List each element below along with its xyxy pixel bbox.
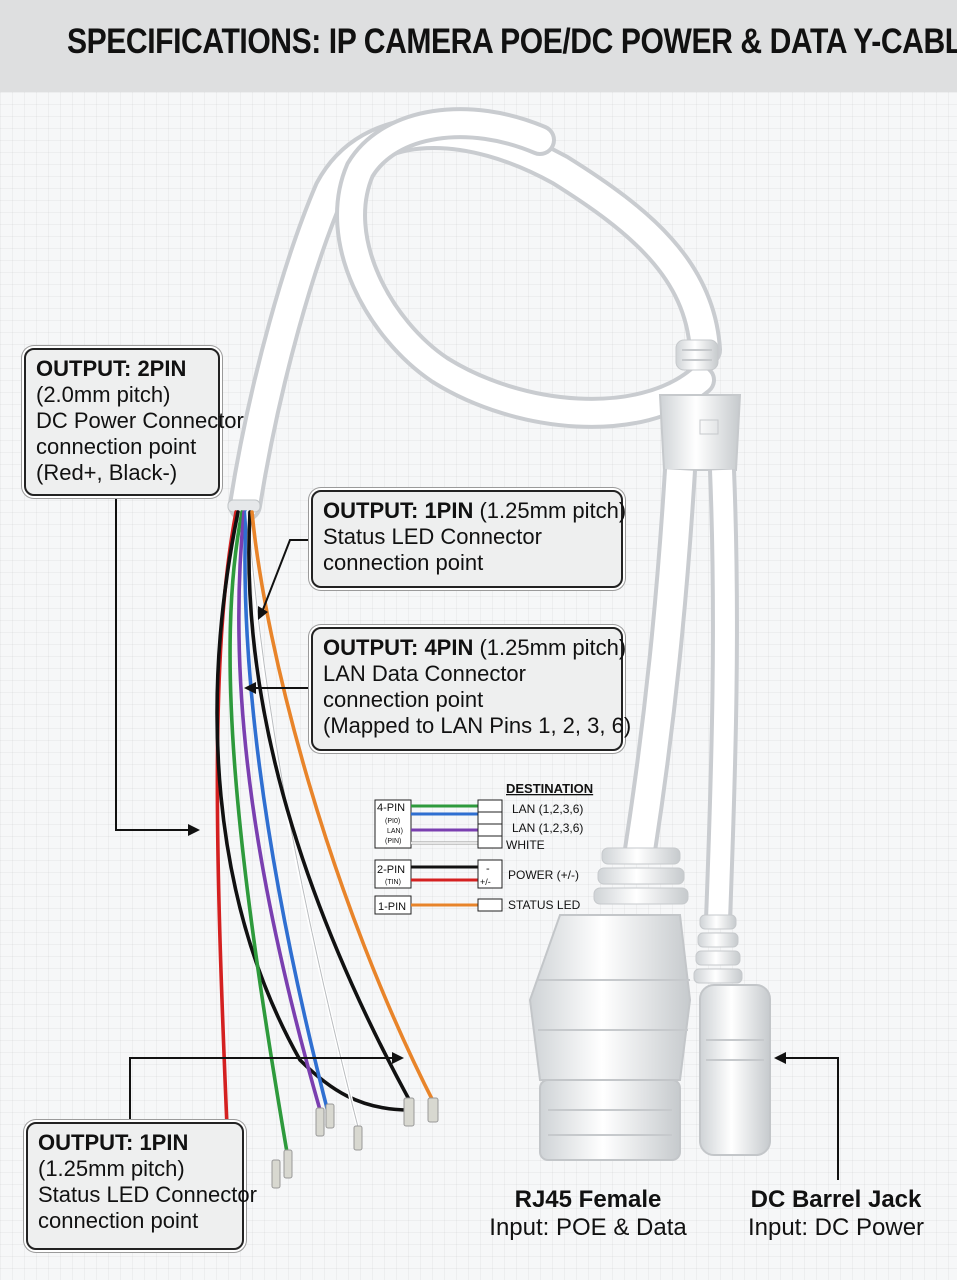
group-4pin-box <box>374 799 412 849</box>
page-title: SPECIFICATIONS: IP CAMERA POE/DC POWER &… <box>66 22 957 61</box>
svg-text:LAN (1,2,3,6): LAN (1,2,3,6) <box>512 821 583 835</box>
svg-text:LAN (1,2,3,6): LAN (1,2,3,6) <box>512 802 583 816</box>
loose-wires <box>215 510 437 1172</box>
svg-text:-: - <box>486 863 490 875</box>
leader-arrowheads <box>188 606 786 1064</box>
svg-text:STATUS LED: STATUS LED <box>508 898 581 912</box>
rj45-label: RJ45 Female Input: POE & Data <box>489 1186 687 1241</box>
svg-text:LAN): LAN) <box>387 828 403 835</box>
svg-text:WHITE: WHITE <box>506 838 545 852</box>
splitter-body <box>658 339 742 471</box>
svg-text:(PIN): (PIN) <box>385 838 401 845</box>
rj45-connector <box>528 847 692 1161</box>
svg-text:1-PIN: 1-PIN <box>378 901 406 913</box>
group-4pin-label: 4-PIN <box>377 802 405 814</box>
callout-1pin-status-led-top: OUTPUT: 1PIN (1.25mm pitch) Status LED C… <box>311 490 626 588</box>
callout-2pin-heading: OUTPUT: 2PIN <box>36 356 187 381</box>
cable-cut-end <box>227 499 261 513</box>
destination-header: DESTINATION <box>506 781 593 796</box>
wiring-diagram: DESTINATION 4-PIN (PI0) LAN) (PIN) LAN (… <box>374 781 593 915</box>
cable-loop <box>228 107 722 522</box>
svg-text:2-PIN: 2-PIN <box>377 864 405 876</box>
group-2pin-box <box>374 859 412 889</box>
callout-4pin-lan: OUTPUT: 4PIN (1.25mm pitch) LAN Data Con… <box>311 627 631 751</box>
dc-barrel-label: DC Barrel Jack Input: DC Power <box>747 1186 925 1241</box>
wire-terminals <box>223 1097 439 1189</box>
branch-cables <box>623 468 739 921</box>
dc-barrel-connector <box>693 914 771 1156</box>
title-bar: SPECIFICATIONS: IP CAMERA POE/DC POWER &… <box>0 0 957 92</box>
svg-text:POWER (+/-): POWER (+/-) <box>508 868 579 882</box>
callout-2pin: OUTPUT: 2PIN (2.0mm pitch) DC Power Conn… <box>24 348 244 496</box>
callout-1pin-status-led-bottom: OUTPUT: 1PIN (1.25mm pitch) Status LED C… <box>26 1122 257 1250</box>
leader-lines <box>115 495 839 1180</box>
svg-text:(PI0): (PI0) <box>385 818 400 825</box>
svg-text:+/-: +/- <box>480 877 491 887</box>
svg-text:(TIN): (TIN) <box>385 879 401 886</box>
